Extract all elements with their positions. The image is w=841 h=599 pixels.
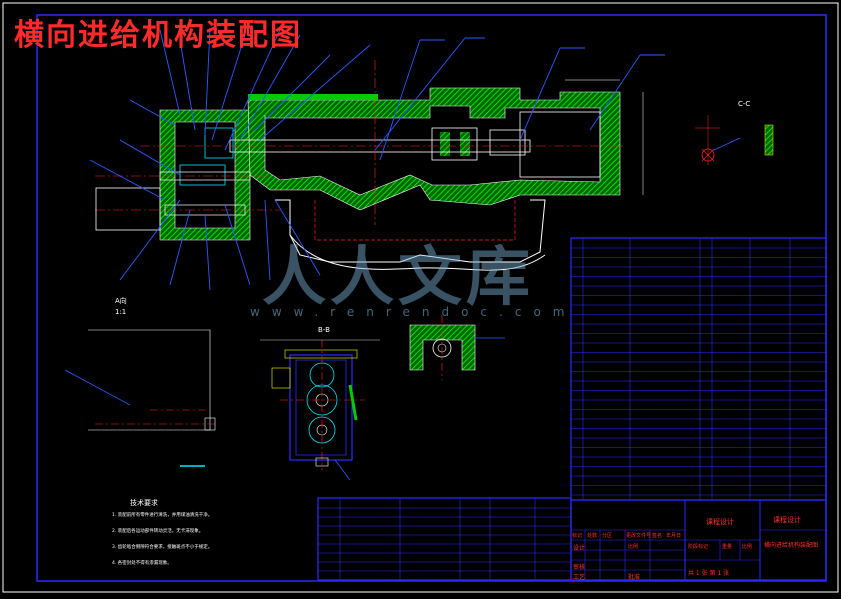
left-gear-upper <box>204 127 234 159</box>
left-shaft <box>159 171 251 181</box>
gearbox-left-boss <box>271 367 291 389</box>
view-a-label: A向 <box>115 297 127 305</box>
tb-col-zone: 分区 <box>602 533 613 539</box>
change-table-rows <box>318 507 571 572</box>
notes-title: 技术要求 <box>130 499 158 507</box>
gearbox-leader <box>334 459 351 481</box>
leader-13 <box>129 99 176 126</box>
tb-col-doc: 更改文件号 <box>626 533 652 539</box>
change-table-frame <box>317 497 572 581</box>
tb-approve: 批准 <box>628 574 641 581</box>
detail-circle <box>701 148 715 162</box>
leader-7 <box>254 54 331 131</box>
detail-cross-2 <box>701 148 715 162</box>
gearbox-inner <box>295 359 347 456</box>
right-bearing <box>489 129 526 156</box>
watermark-url: www.renrendoc.com <box>250 305 577 319</box>
view-a <box>64 329 216 467</box>
gearbox-flange-top <box>284 349 358 359</box>
tb-stage: 阶段标记 <box>688 544 709 550</box>
view-b-gearbox <box>260 339 380 481</box>
leader-1 <box>159 29 181 116</box>
change-table <box>317 497 572 581</box>
note-1: 1. 装配前所有零件进行清洗，并用煤油清洗干净。 <box>112 513 213 518</box>
title-block <box>570 499 827 581</box>
note-2: 2. 装配后各运动部件转动灵活，无卡滞现象。 <box>112 529 204 534</box>
red-dashed-guide <box>314 200 516 241</box>
parts-list-table <box>570 237 827 501</box>
tb-process: 工艺 <box>573 574 586 581</box>
tb-school: 课程设计 <box>706 518 734 526</box>
section-detail-topright <box>695 115 774 165</box>
table-outline <box>275 199 546 263</box>
leader-lines <box>89 27 665 291</box>
leader-14 <box>119 139 181 176</box>
view-a-stub <box>204 417 216 431</box>
view-c-bracket <box>409 315 505 380</box>
leader-16 <box>119 199 181 281</box>
leader-19 <box>224 204 251 286</box>
tb-title-upper: 课程设计 <box>773 516 801 524</box>
leader-4 <box>211 34 246 141</box>
gearbox-hatch <box>348 384 358 421</box>
view-a-outline <box>88 329 211 431</box>
leader-15 <box>89 159 166 201</box>
view-b-label: B-B <box>318 326 330 334</box>
tb-check: 审核 <box>573 564 586 571</box>
tb-col-date: 年月日 <box>666 533 682 539</box>
input-shaft-housing <box>95 187 161 231</box>
leader-17 <box>169 209 191 286</box>
watermark-logo: 人人文库 <box>262 240 534 315</box>
drawing-title: 横向进给机构装配图 <box>14 18 302 53</box>
note-4: 4. 各密封处不得有渗漏现象。 <box>112 561 172 566</box>
tb-col-mark: 标记 <box>572 533 583 539</box>
mid-bearing-hatch <box>440 132 450 156</box>
leader-3 <box>204 27 211 136</box>
leader-10 <box>374 37 466 151</box>
right-cavity <box>519 111 601 178</box>
tb-weight: 重量 <box>722 544 733 550</box>
tb-design: 设计 <box>573 545 586 552</box>
left-gear-lower <box>179 164 226 186</box>
tb-drawing-name: 横向进给机构装配图 <box>764 542 819 549</box>
leader-6 <box>239 34 301 141</box>
leader-12 <box>589 54 641 131</box>
gearbox-foot <box>315 457 329 467</box>
view-a-leader <box>64 369 131 406</box>
leader-18 <box>204 214 211 291</box>
leader-5 <box>224 29 281 151</box>
tb-col-sign: 签名 <box>652 533 663 539</box>
mid-bearing <box>431 127 478 161</box>
tb-sheet: 共 1 张 第 1 张 <box>688 570 730 577</box>
tb-scale: 比例 <box>742 544 753 550</box>
gearbox-outer <box>289 354 353 461</box>
left-housing <box>159 109 251 241</box>
tb-ratio: 比例 <box>628 544 639 550</box>
leader-8 <box>259 44 371 141</box>
parts-list-frame <box>570 237 827 501</box>
detail-leader <box>713 137 741 151</box>
leader-9 <box>379 39 421 161</box>
top-strip <box>248 94 378 100</box>
parts-list-rows <box>571 247 826 496</box>
bracket-body <box>409 324 476 371</box>
view-a-scale: 1:1 <box>115 308 127 316</box>
leader-2 <box>179 39 196 131</box>
main-body <box>247 87 621 211</box>
tb-col-count: 处数 <box>587 533 598 539</box>
view-c-label: C-C <box>738 100 751 108</box>
leader-21 <box>274 199 321 276</box>
note-3: 3. 齿轮啮合侧隙符合要求，接触斑点不小于规定。 <box>112 545 213 550</box>
mid-bearing-hatch-2 <box>460 132 470 156</box>
leader-11 <box>519 47 561 141</box>
detail-key-section <box>764 124 774 156</box>
leader-20 <box>264 199 271 281</box>
table-bottom <box>289 234 546 271</box>
